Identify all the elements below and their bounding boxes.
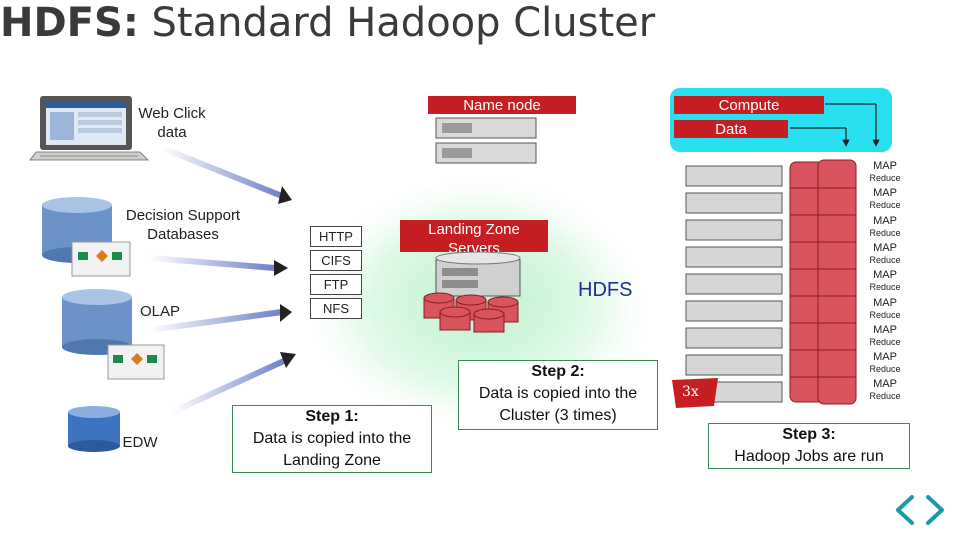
step-2-title: Step 2: [531,363,585,380]
title-bold: HDFS: [0,0,139,46]
reduce-label: Reduce [869,391,901,402]
step-3-box: Step 3: Hadoop Jobs are run [708,423,910,469]
cluster-disks [789,159,857,405]
landing-zone-server [435,251,521,297]
map-label: MAP [873,378,897,391]
map-label: MAP [873,160,897,172]
replication-label: 3x [682,384,699,400]
olap-label: OLAP [139,303,181,320]
map-label: MAP [873,351,897,364]
step-1-box: Step 1: Data is copied into the Landing … [232,405,432,473]
step-1-text: Data is copied into the Landing Zone [252,430,412,469]
landing-zone-label: Landing Zone Servers [400,220,548,252]
protocol-nfs: NFS [310,298,362,319]
cluster-servers [685,165,783,403]
step-3-text: Hadoop Jobs are run [734,448,884,465]
step-1-title: Step 1: [305,408,359,425]
prev-button[interactable] [892,492,918,528]
next-button[interactable] [920,492,946,528]
dss-database-icon [42,197,131,277]
computer-icon [29,96,149,161]
map-label: MAP [873,323,897,336]
reduce-label: Reduce [869,309,901,320]
reduce-label: Reduce [869,227,901,238]
map-label: MAP [873,187,897,200]
landing-zone-disks [423,292,519,333]
reduce-label: Reduce [869,336,901,347]
reduce-label: Reduce [869,173,901,183]
compute-label: Compute [674,96,824,114]
reduce-label: Reduce [869,200,901,211]
map-label: MAP [873,269,897,282]
next-icon [926,495,944,525]
step-2-box: Step 2: Data is copied into the Cluster … [458,360,658,430]
protocol-cifs: CIFS [310,250,362,271]
map-label: MAP [873,296,897,309]
edw-database-icon [68,406,120,452]
reduce-label: Reduce [869,282,901,293]
title-rest: Standard Hadoop Cluster [138,0,656,46]
reduce-label: Reduce [869,364,901,375]
replication-ribbon [672,378,718,408]
reduce-label: Reduce [869,254,901,265]
page-title: HDFS: Standard Hadoop Cluster [0,0,960,46]
protocol-http: HTTP [310,226,362,247]
data-label: Data [674,120,788,138]
prev-icon [896,495,914,525]
name-node-label: Name node [428,96,576,114]
dss-label: Decision Support Databases [125,207,241,243]
hdfs-label: HDFS [578,279,633,301]
edw-label: EDW [122,434,158,451]
step-3-title: Step 3: [782,426,836,443]
nav-arrows [896,495,944,525]
name-node-servers [435,117,537,164]
protocol-ftp: FTP [310,274,362,295]
source-arrows [147,145,296,415]
web-click-label: Web Click data [138,105,206,141]
olap-database-icon [62,289,165,380]
step-2-text: Data is copied into the Cluster (3 times… [478,385,638,424]
map-label: MAP [873,214,897,227]
map-label: MAP [873,241,897,254]
cluster-disk-dividers [790,187,856,378]
